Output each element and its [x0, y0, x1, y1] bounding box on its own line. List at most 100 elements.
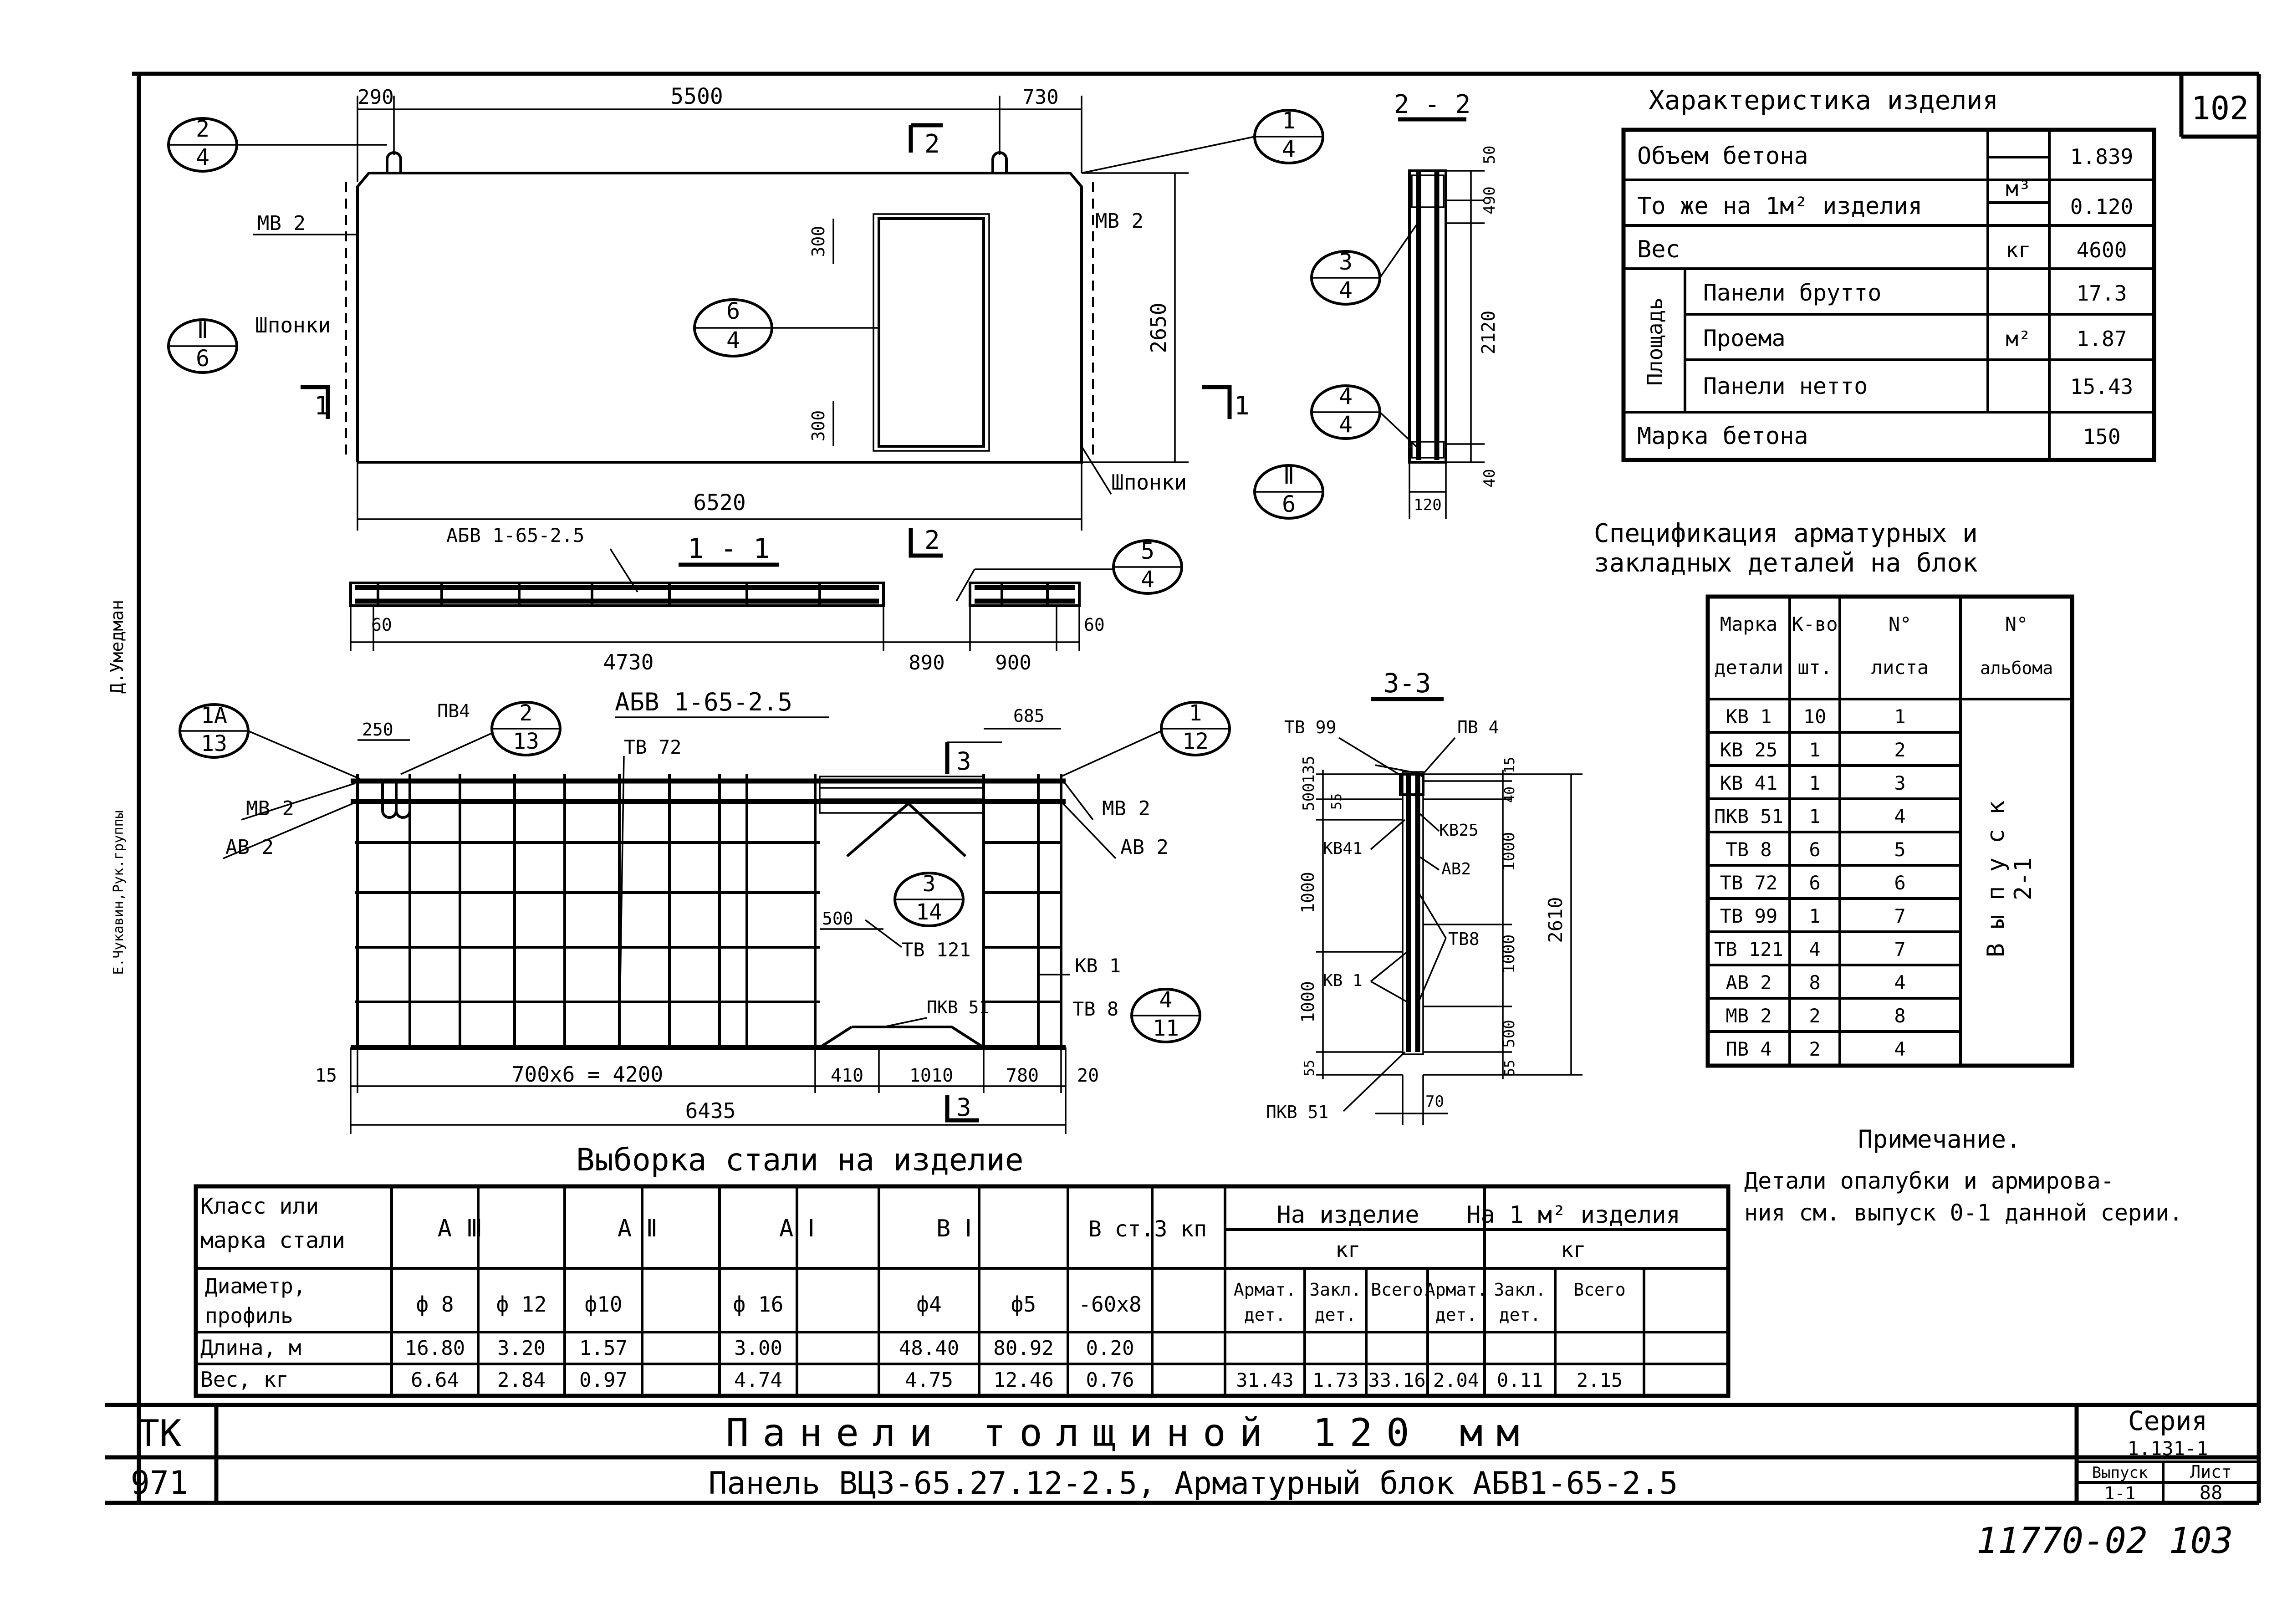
sec11-dim-4730: 4730 — [603, 650, 654, 674]
steel-length: 16.80 — [405, 1337, 465, 1360]
spec-cell: 6 — [1809, 872, 1820, 894]
sec33-ldim-135: 135 — [1300, 756, 1318, 783]
callout-2-13: 2 13 — [400, 700, 562, 775]
svg-text:4: 4 — [1339, 411, 1353, 438]
steel-length: 48.40 — [899, 1337, 959, 1360]
callout-1-12: 1 12 — [1061, 700, 1231, 777]
spec-cell: ПВ 4 — [1726, 1038, 1772, 1060]
sec33-label-tv8: ТВ8 — [1448, 929, 1480, 949]
sec33-rdim-55: 55 — [1502, 1060, 1518, 1076]
callout-6-4: 6 4 — [693, 298, 879, 357]
sheet-number: 88 — [2200, 1481, 2223, 1504]
dim-300-upper: 300 — [808, 226, 828, 257]
sec33-dim-70: 70 — [1425, 1093, 1444, 1111]
svg-text:6: 6 — [196, 345, 209, 372]
steel-length: 0.20 — [1086, 1337, 1134, 1360]
margin-signature-2: Е.Чукавин,Рук.группы — [111, 810, 127, 975]
char-val-per-m2: 0.120 — [2070, 194, 2133, 219]
steel-weight-label: Вес, кг — [200, 1367, 289, 1392]
steel-subcol-label-2: дет. — [1435, 1305, 1477, 1325]
steel-weight: 4.75 — [905, 1369, 953, 1392]
char-row-per-m2: То же на 1м² изделия — [1637, 193, 1922, 220]
char-row-volume: Объем бетона — [1637, 143, 1808, 170]
dim-top-730: 730 — [1022, 86, 1058, 109]
steel-subcol-label-2: дет. — [1244, 1305, 1286, 1325]
steel-subcol-label: Закл. — [1494, 1280, 1546, 1300]
callout-1-4: 1 4 — [1081, 107, 1324, 174]
section-3-3: 3-3 ТВ 99 ПВ 4 КВ25 КВ41 АВ2 ТВ8 КВ 1 ПК… — [1266, 668, 1583, 1125]
block-dim-20: 20 — [1077, 1065, 1099, 1086]
note-line-2: ния см. выпуск 0-1 данной серии. — [1744, 1200, 2183, 1226]
section-3-3-title: 3-3 — [1384, 668, 1431, 699]
spec-cell: 1 — [1894, 705, 1905, 728]
char-row-weight: Вес — [1637, 236, 1680, 263]
block-horizontal-bars — [351, 778, 1066, 1050]
steel-diam-label-2: профиль — [205, 1303, 293, 1328]
svg-text:13: 13 — [513, 729, 539, 754]
sec22-dim-2120: 2120 — [1478, 311, 1499, 354]
callout-1a-13: 1А 13 — [179, 703, 360, 780]
title-block: ТК 971 Панели толщиной 120 мм Панель ВЦ3… — [105, 1403, 2259, 1505]
steel-weight: 0.76 — [1086, 1369, 1134, 1392]
svg-text:4: 4 — [726, 327, 740, 353]
svg-text:13: 13 — [201, 731, 227, 756]
sec11-dim-900: 900 — [995, 651, 1031, 674]
sec22-dim-120: 120 — [1414, 496, 1441, 514]
spec-header-mark-1: Марка — [1720, 613, 1777, 635]
steel-diam-label-1: Диаметр, — [205, 1274, 306, 1298]
block-dim-6435: 6435 — [685, 1098, 736, 1123]
steel-length: 1.57 — [579, 1337, 628, 1360]
steel-group-b1: В Ⅰ — [936, 1215, 972, 1242]
spec-cell: КВ 1 — [1726, 705, 1772, 728]
steel-total-weight: 0.11 — [1497, 1369, 1543, 1391]
dim-overall-6520: 6520 — [693, 490, 746, 516]
title-line-2: Панель ВЦ3-65.27.12-2.5, Арматурный блок… — [709, 1466, 1678, 1501]
section-2-2-title: 2 - 2 — [1394, 90, 1471, 119]
spec-cell: 1 — [1809, 905, 1820, 927]
dim-height-2650: 2650 — [1146, 303, 1171, 353]
spec-cell: 4 — [1894, 1038, 1905, 1060]
label-shponki-left: Шпонки — [255, 313, 331, 337]
svg-text:Ⅱ: Ⅱ — [1283, 463, 1295, 489]
steel-total-weight: 31.43 — [1236, 1369, 1293, 1391]
callout-ii-6-right: Ⅱ 6 — [1081, 446, 1324, 520]
label-pkv51: ПКВ 51 — [927, 997, 989, 1017]
steel-total-label: На изделие — [1276, 1201, 1419, 1229]
svg-text:4: 4 — [1282, 136, 1296, 162]
steel-length: 3.00 — [734, 1337, 782, 1360]
spec-header-sheet-2: листа — [1871, 656, 1929, 679]
spec-row-lines — [1708, 731, 1960, 1033]
svg-text:2: 2 — [520, 700, 533, 726]
spec-cell: 2 — [1809, 1005, 1820, 1027]
steel-group-a1: А Ⅰ — [779, 1215, 815, 1242]
steel-weight: 0.97 — [579, 1369, 628, 1392]
spec-cell: 1 — [1809, 805, 1820, 827]
label-shponki-right: Шпонки — [1111, 470, 1187, 495]
callout-3-14: 3 14 — [893, 871, 965, 927]
callout-2-4: 2 4 — [167, 116, 387, 173]
steel-subcol-label: Закл. — [1309, 1280, 1361, 1300]
sec33-label-tv99: ТВ 99 — [1284, 717, 1336, 737]
steel-subcol-label: Всего — [1371, 1280, 1423, 1300]
steel-subcol-label: Армат. — [1425, 1280, 1487, 1300]
steel-total-weight: 1.73 — [1312, 1369, 1358, 1391]
label-mb2-left: МВ 2 — [257, 212, 306, 235]
sec33-rdim-1000-a: 1000 — [1500, 832, 1518, 872]
label-tv121: ТВ 121 — [902, 939, 971, 961]
sec33-rdim-15: 15 — [1502, 757, 1518, 773]
sheet-frame: 102 Д.Умедман Е.Чукавин,Рук.группы 11770… — [107, 71, 2261, 1562]
svg-text:11: 11 — [1153, 1016, 1179, 1041]
spec-table: Спецификация арматурных и закладных дета… — [1594, 519, 2074, 1068]
dim-top-290: 290 — [357, 86, 393, 109]
svg-text:6: 6 — [1282, 491, 1296, 517]
steel-weight: 6.64 — [411, 1369, 459, 1392]
spec-cell: МВ 2 — [1726, 1005, 1772, 1027]
series-number: 1.131-1 — [2127, 1437, 2208, 1460]
spec-cell: ТВ 99 — [1720, 905, 1777, 927]
spec-cell: 8 — [1894, 1005, 1905, 1027]
sec33-label-kv41: КВ41 — [1323, 839, 1363, 858]
spec-cell: 7 — [1894, 938, 1905, 960]
spec-album-issue: В ы п у с к — [1982, 801, 2010, 957]
